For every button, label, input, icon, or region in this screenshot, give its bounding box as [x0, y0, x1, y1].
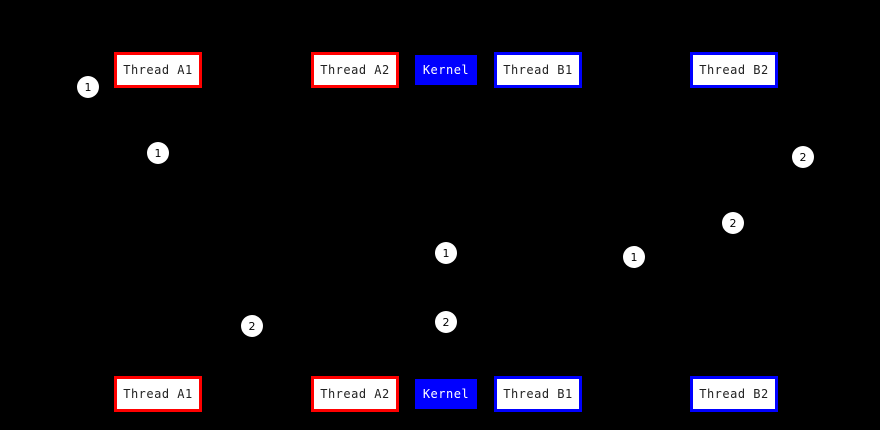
- participant-thread-a1-top[interactable]: Thread A1: [114, 52, 202, 88]
- participant-thread-a2-bottom[interactable]: Thread A2: [311, 376, 399, 412]
- participant-label: Thread B2: [699, 63, 769, 77]
- participant-thread-b1-top[interactable]: Thread B1: [494, 52, 582, 88]
- message-arrow-2: [355, 332, 446, 333]
- sequence-badge-1: 1: [147, 142, 169, 164]
- lifeline-thread-a2: [355, 88, 356, 376]
- message-arrow-2: [538, 233, 734, 234]
- message-arrow-1: [446, 267, 538, 268]
- participant-label: Thread B2: [699, 387, 769, 401]
- participant-label: Thread B1: [503, 387, 573, 401]
- participant-thread-a2-top[interactable]: Thread A2: [311, 52, 399, 88]
- participant-label: Thread A1: [123, 63, 193, 77]
- message-arrow-2: [734, 167, 793, 168]
- participant-label: Thread A2: [320, 63, 390, 77]
- sequence-badge-1: 1: [623, 246, 645, 268]
- participant-kernel-bottom[interactable]: Kernel: [415, 379, 477, 409]
- participant-thread-b2-top[interactable]: Thread B2: [690, 52, 778, 88]
- participant-thread-a1-bottom[interactable]: Thread A1: [114, 376, 202, 412]
- participant-kernel-top[interactable]: Kernel: [415, 55, 477, 85]
- lifeline-thread-b1: [538, 88, 539, 376]
- participant-label: Kernel: [422, 387, 470, 401]
- sequence-badge-1: 1: [435, 242, 457, 264]
- sequence-badge-2: 2: [722, 212, 744, 234]
- lifeline-thread-a1: [158, 88, 159, 376]
- message-arrow-1: [158, 164, 355, 165]
- participant-label: Thread B1: [503, 63, 573, 77]
- participant-thread-b1-bottom[interactable]: Thread B1: [494, 376, 582, 412]
- participant-label: Thread A1: [123, 387, 193, 401]
- lifeline-kernel: [446, 85, 447, 379]
- sequence-badge-2: 2: [435, 311, 457, 333]
- message-arrow-2: [158, 336, 355, 337]
- participant-label: Thread A2: [320, 387, 390, 401]
- sequence-badge-1: 1: [77, 76, 99, 98]
- participant-thread-b2-bottom[interactable]: Thread B2: [690, 376, 778, 412]
- message-arrow-1: [98, 98, 158, 99]
- participant-label: Kernel: [422, 63, 470, 77]
- message-arrow-1: [355, 264, 446, 265]
- sequence-badge-2: 2: [792, 146, 814, 168]
- sequence-badge-2: 2: [241, 315, 263, 337]
